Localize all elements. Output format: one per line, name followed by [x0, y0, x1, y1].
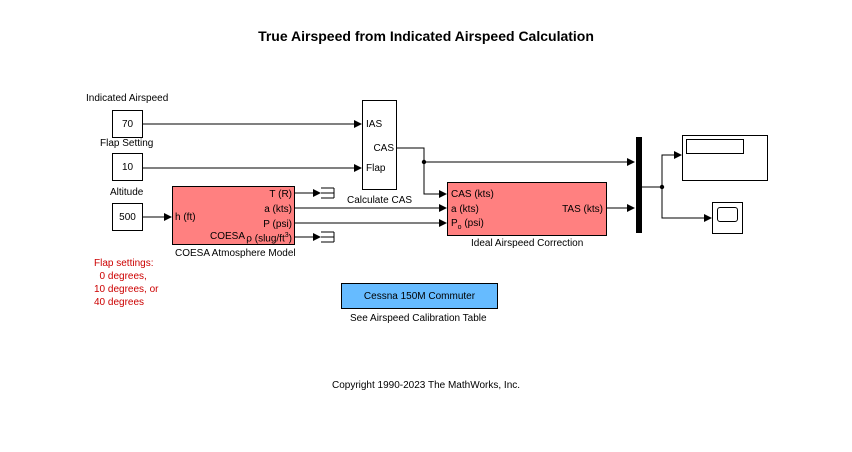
scope-screen-icon: [717, 207, 738, 222]
scope-block[interactable]: [712, 202, 743, 234]
terminator-rho: [321, 231, 335, 243]
flap-settings-note: Flap settings: 0 degrees, 10 degrees, or…: [94, 257, 159, 309]
rho-exponent: 3: [284, 232, 289, 239]
flap-label: Flap Setting: [100, 138, 154, 149]
ideal-airspeed-caption: Ideal Airspeed Correction: [471, 238, 584, 249]
cessna-table-button[interactable]: Cessna 150M Commuter: [341, 283, 498, 309]
coesa-port-h: h (ft): [175, 212, 196, 223]
mux-bar: [636, 137, 642, 233]
cessna-caption: See Airspeed Calibration Table: [350, 313, 487, 324]
rho-text: ρ (slug/ft: [246, 233, 285, 245]
calc-port-ias: IAS: [366, 119, 383, 130]
ias-label: Indicated Airspeed: [86, 93, 169, 104]
rho-close: ): [288, 233, 292, 245]
flap-constant-block[interactable]: 10: [112, 153, 143, 181]
calculate-cas-block[interactable]: IAS CAS Flap: [362, 100, 397, 190]
altitude-label: Altitude: [110, 187, 144, 198]
p-subscript: o: [457, 224, 462, 231]
terminator-t: [321, 187, 335, 199]
diagram-title: True Airspeed from Indicated Airspeed Ca…: [258, 28, 594, 44]
junction-bus: [659, 184, 665, 190]
wire-to-display: [661, 151, 682, 187]
note-line-4: 40 degrees: [94, 297, 145, 308]
p-unit: (psi): [461, 218, 484, 229]
coesa-port-p: P (psi): [263, 219, 292, 230]
display-window: [686, 139, 744, 154]
ideal-port-tas: TAS (kts): [562, 204, 603, 215]
ias-constant-block[interactable]: 70: [112, 110, 143, 138]
calc-port-cas: CAS: [373, 143, 394, 154]
junction-cas: [421, 159, 427, 165]
ideal-airspeed-block[interactable]: CAS (kts) a (kts) Po (psi) TAS (kts): [447, 182, 607, 236]
calculate-cas-caption: Calculate CAS: [347, 195, 413, 206]
ideal-port-p: Po (psi): [451, 218, 484, 231]
note-line-1: Flap settings:: [94, 258, 154, 269]
altitude-constant-block[interactable]: 500: [112, 203, 143, 231]
coesa-block[interactable]: h (ft) T (R) a (kts) P (psi) ρ (slug/ft3…: [172, 186, 295, 245]
coesa-port-rho: ρ (slug/ft3): [246, 232, 292, 244]
note-line-2: 0 degrees,: [94, 271, 147, 282]
wire-cas-out: [397, 147, 425, 162]
ideal-port-a: a (kts): [451, 204, 479, 215]
note-line-3: 10 degrees, or: [94, 284, 159, 295]
display-block[interactable]: [682, 135, 768, 181]
coesa-port-t: T (R): [269, 189, 292, 200]
ideal-port-cas: CAS (kts): [451, 189, 494, 200]
wire-to-scope: [661, 187, 712, 222]
coesa-icon-label: COESA: [210, 231, 246, 242]
wire-cas-to-ideal: [423, 162, 447, 198]
copyright: Copyright 1990-2023 The MathWorks, Inc.: [331, 380, 521, 391]
coesa-caption: COESA Atmosphere Model: [175, 248, 296, 259]
coesa-port-a: a (kts): [264, 204, 292, 215]
calc-port-flap: Flap: [366, 163, 386, 174]
p-text: P: [451, 218, 458, 229]
